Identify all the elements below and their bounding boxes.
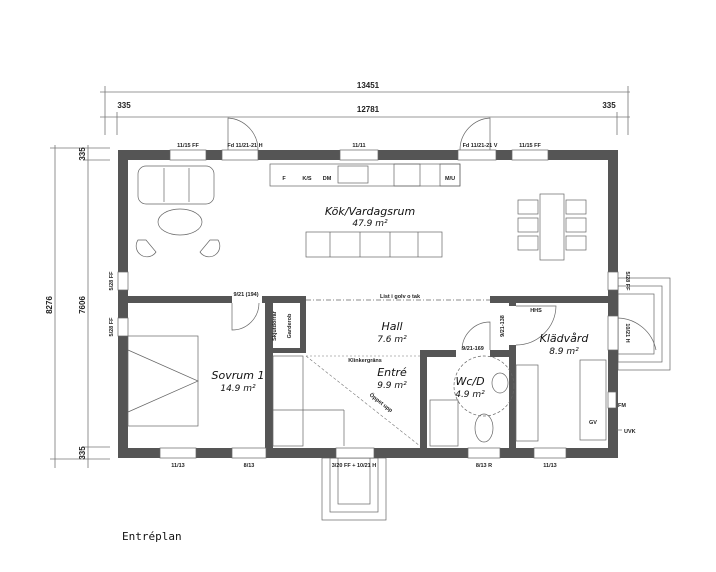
dim-total-depth: 8276 xyxy=(45,296,54,314)
furniture xyxy=(127,163,607,447)
room-area-hall: 7.6 m² xyxy=(377,335,407,345)
appliance-microwave: M/U xyxy=(445,176,455,182)
appliance-fridge-freezer: K/S xyxy=(302,176,312,182)
label-door: Fd 11/21-21 V xyxy=(463,143,498,149)
dim-inner-width: 12781 xyxy=(357,105,380,114)
room-name-wc: Wc/D xyxy=(455,375,484,388)
room-name-bedroom: Sovrum 1 xyxy=(212,369,265,382)
label-window: 11/15 FF xyxy=(519,143,541,149)
label-window: 5/28 FF xyxy=(624,272,630,292)
room-area-entre: 9.9 m² xyxy=(377,381,407,391)
appliance-fridge: F xyxy=(282,176,286,182)
room-name-entre: Entré xyxy=(377,366,407,379)
label-door: 9/21-138 xyxy=(500,315,506,337)
label-window: 8/13 R xyxy=(476,463,492,469)
note-klinker: Klinkergräns xyxy=(348,358,382,364)
label-hhs: HHS xyxy=(530,308,542,314)
room-name-laundry: Klädvård xyxy=(540,332,590,345)
plan-caption: Entréplan xyxy=(122,530,182,543)
room-area-kitchen-living: 47.9 m² xyxy=(352,219,388,229)
dim-wall-bottom: 335 xyxy=(78,446,87,460)
note-fm: FM xyxy=(618,403,626,409)
label-window: 11/11 xyxy=(352,143,365,149)
note-wardrobe: Garderob xyxy=(287,313,293,338)
label-window: 11/15 FF xyxy=(177,143,199,149)
label-door: 10/21 H xyxy=(624,323,630,342)
label-window: 5/28 FF xyxy=(109,317,115,337)
dim-wall-right: 335 xyxy=(602,101,616,110)
dimension-lines xyxy=(50,86,630,468)
dim-inner-depth: 7606 xyxy=(78,296,87,314)
label-door: 9/21 (194) xyxy=(233,292,258,298)
dim-wall-left: 335 xyxy=(117,101,131,110)
walls xyxy=(118,150,618,458)
windows xyxy=(117,117,657,459)
dim-total-width: 13451 xyxy=(357,81,380,90)
label-entrance-door: 3/20 FF + 10/21 H xyxy=(332,463,377,469)
note-list: List i golv o tak xyxy=(380,294,421,300)
label-window: 11/13 xyxy=(171,463,184,469)
room-area-wc: 4.9 m² xyxy=(455,390,485,400)
room-area-bedroom: 14.9 m² xyxy=(220,384,256,394)
note-sliding-doors: Skjutdörrar xyxy=(272,310,278,341)
dim-wall-top: 335 xyxy=(78,147,87,161)
open-above-line xyxy=(305,355,421,447)
appliance-gv: GV xyxy=(589,420,597,426)
room-name-kitchen-living: Kök/Vardagsrum xyxy=(325,205,415,218)
label-window: 5/28 FF xyxy=(109,271,115,291)
note-open-above: Öppet upp xyxy=(368,392,394,415)
label-window: 11/13 xyxy=(543,463,556,469)
note-uvk: UVK xyxy=(624,429,636,435)
label-door: 9/21-169 xyxy=(462,346,484,352)
appliance-dishwasher: DM xyxy=(323,176,332,182)
label-door: Fd 11/21-21 H xyxy=(227,143,262,149)
room-name-hall: Hall xyxy=(381,320,402,333)
room-area-laundry: 8.9 m² xyxy=(549,347,579,357)
label-window: 8/13 xyxy=(244,463,255,469)
